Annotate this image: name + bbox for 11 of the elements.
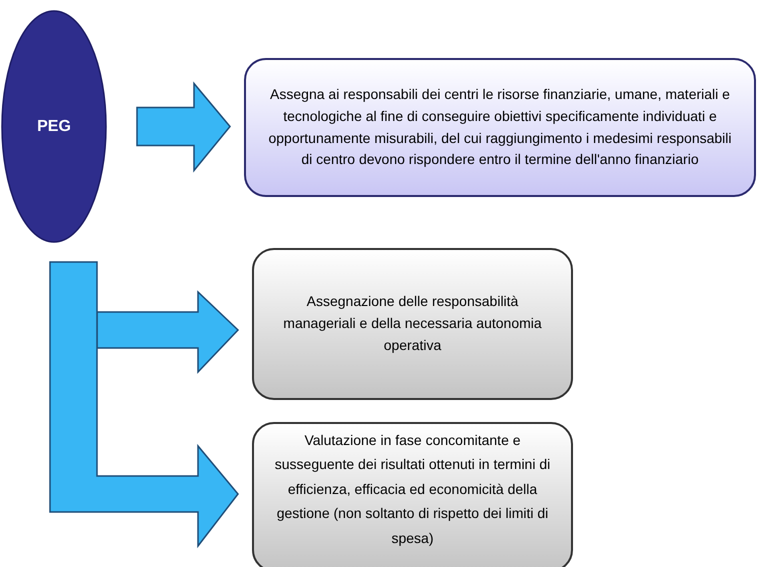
text-box — [252, 248, 573, 400]
block-arrow — [49, 261, 239, 548]
ellipse-node — [1, 10, 107, 243]
node-text: Assegna ai responsabili dei centri le risorse finanziarie, umane, materiali e tecnologiche al fine di conseguire obiettivi specificamente individuati e opportunamente misurabili, del cui raggiungimento i medesimi responsabili di centro devono rispondere entro il termine dell'anno finanziario — [267, 85, 733, 170]
text-box — [244, 58, 756, 197]
node-text: PEG — [37, 116, 71, 136]
text-box — [252, 422, 573, 567]
block-arrow — [96, 290, 240, 374]
node-text: Valutazione in fase concomitante e susseguente dei risultati ottenuti in termini di efficienza, efficacia ed economicità della gestione (non soltanto di rispetto dei limiti di spesa) — [274, 430, 552, 548]
block-arrow — [136, 81, 231, 173]
node-text: Assegnazione delle responsabilità manageriali e della necessaria autonomia operativa — [282, 292, 543, 355]
